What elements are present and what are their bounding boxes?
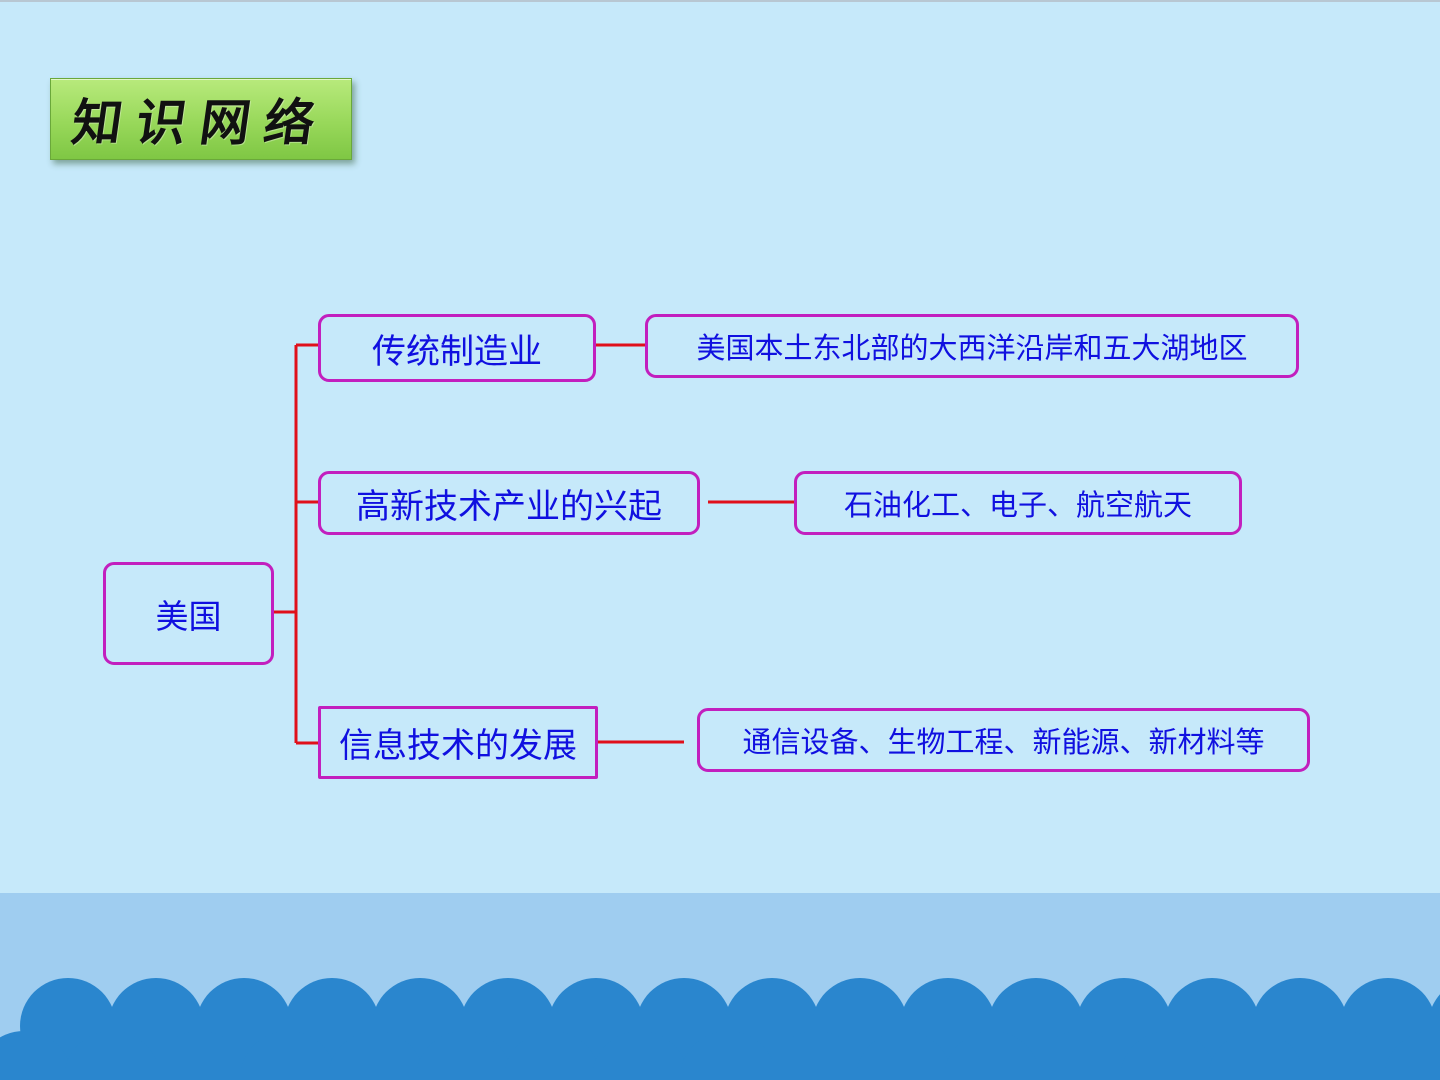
wave-scallop <box>416 1031 512 1080</box>
branch-node-traditional-manufacturing: 传统制造业 <box>318 314 596 382</box>
title-badge: 知识网络 <box>50 78 352 160</box>
wave-scallop <box>1208 1031 1304 1080</box>
wave-scallop <box>768 1031 864 1080</box>
wave-scallop <box>592 1031 688 1080</box>
wave-scallop <box>1384 1031 1440 1080</box>
top-divider-line <box>0 0 1440 2</box>
detail-node-label: 美国本土东北部的大西洋沿岸和五大湖地区 <box>696 331 1248 365</box>
detail-node-high-tech-rise: 石油化工、电子、航空航天 <box>794 471 1242 535</box>
wave-decoration <box>0 893 1440 1080</box>
wave-scallop <box>152 1031 248 1080</box>
branch-node-label: 高新技术产业的兴起 <box>356 486 662 527</box>
wave-scallop <box>64 1031 160 1080</box>
wave-scallop <box>944 1031 1040 1080</box>
detail-node-traditional-manufacturing: 美国本土东北部的大西洋沿岸和五大湖地区 <box>645 314 1299 378</box>
branch-node-high-tech-rise: 高新技术产业的兴起 <box>318 471 700 535</box>
wave-scallop <box>504 1031 600 1080</box>
branch-node-label: 信息技术的发展 <box>339 726 577 766</box>
wave-scallop <box>680 1031 776 1080</box>
detail-node-it-development: 通信设备、生物工程、新能源、新材料等 <box>697 708 1310 772</box>
wave-scallop <box>1032 1031 1128 1080</box>
detail-node-label: 通信设备、生物工程、新能源、新材料等 <box>742 725 1265 759</box>
wave-scallop <box>240 1031 336 1080</box>
wave-scallop <box>0 1031 72 1080</box>
root-node-label: 美国 <box>155 596 222 636</box>
branch-node-it-development: 信息技术的发展 <box>318 706 598 779</box>
detail-node-label: 石油化工、电子、航空航天 <box>843 488 1192 522</box>
wave-scallop <box>1296 1031 1392 1080</box>
root-node-usa: 美国 <box>103 562 274 665</box>
wave-scallop <box>1120 1031 1216 1080</box>
wave-scallop <box>328 1031 424 1080</box>
wave-scallop <box>856 1031 952 1080</box>
branch-node-label: 传统制造业 <box>372 331 542 372</box>
